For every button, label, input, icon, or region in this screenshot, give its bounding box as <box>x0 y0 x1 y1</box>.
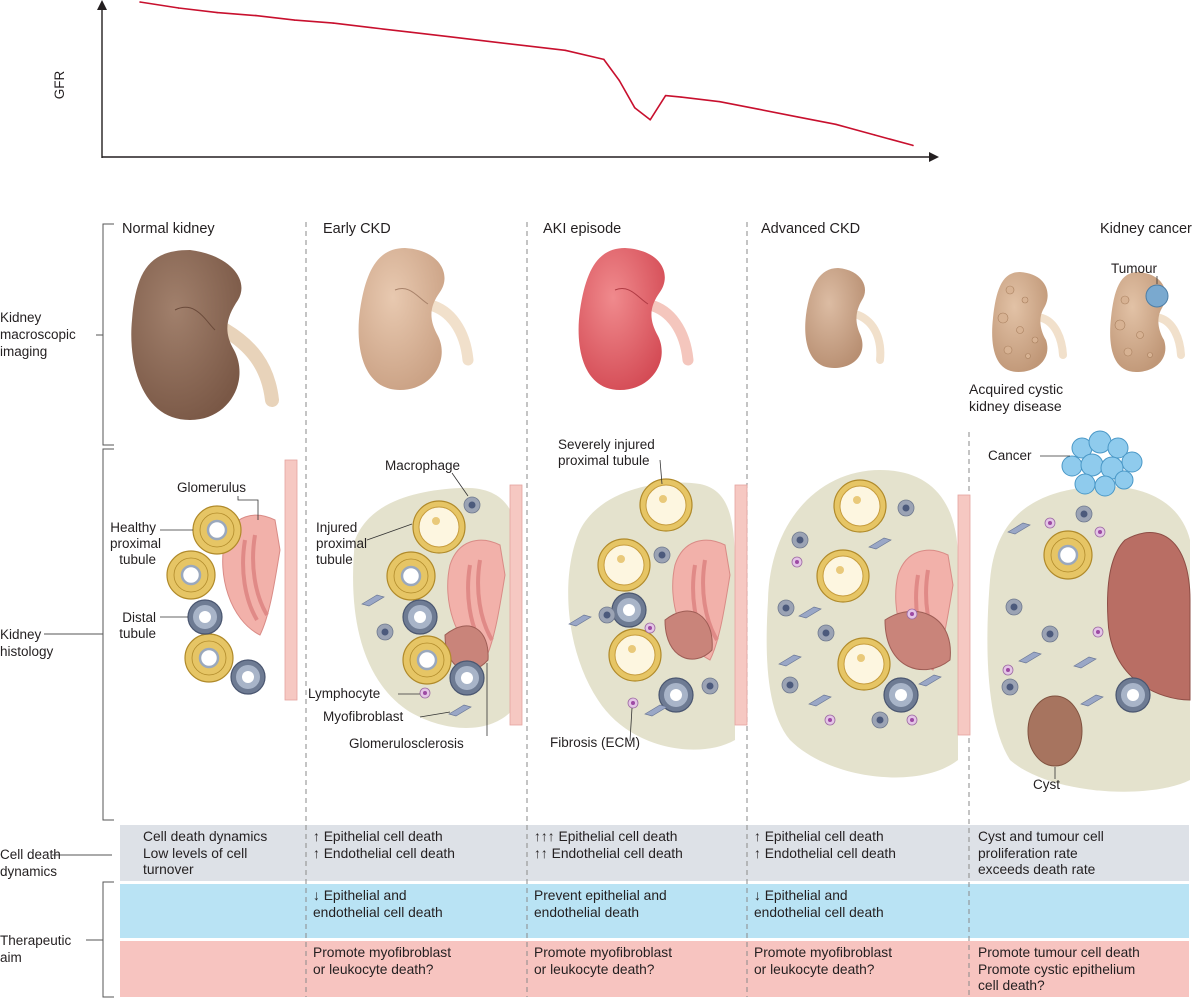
y-axis-arrow <box>97 0 107 10</box>
label-tumour: Tumour <box>1111 261 1158 276</box>
therapeutic-advanced-ckd-promote: Promote myofibroblast or leukocyte death… <box>754 945 893 977</box>
row-label-therapeutic: Therapeutic aim <box>0 933 72 965</box>
cell-death-aki: ↑↑↑ Epithelial cell death ↑↑ Endothelial… <box>534 829 683 861</box>
stage-title-normal: Normal kidney <box>122 221 215 237</box>
therapeutic-cancer-promote: Promote tumour cell death Promote cystic… <box>978 945 1140 993</box>
gfr-point <box>633 106 636 109</box>
row-label-histology: Kidney histology <box>0 627 54 659</box>
therapeutic-early-ckd-promote: Promote myofibroblast or leukocyte death… <box>313 945 452 977</box>
gfr-point <box>332 22 335 24</box>
gfr-point <box>873 134 876 136</box>
histology-aki <box>568 478 749 750</box>
x-axis-arrow <box>929 152 939 162</box>
gfr-point <box>680 96 682 98</box>
gfr-point <box>293 19 296 21</box>
label-cancer: Cancer <box>988 448 1032 463</box>
gfr-point <box>525 44 528 47</box>
gfr-point <box>255 14 257 17</box>
kidney-early-ckd <box>358 248 474 390</box>
histology-kidney-cancer <box>987 430 1191 792</box>
stage-title-aki: AKI episode <box>543 221 622 237</box>
label-lymphocyte: Lymphocyte <box>308 686 381 701</box>
gfr-point <box>177 7 180 9</box>
kidney-acquired-cystic <box>992 272 1067 372</box>
histology-normal <box>165 458 299 702</box>
cell-death-band <box>120 825 1189 881</box>
therapeutic-advanced-ckd-prevent: ↓ Epithelial and endothelial cell death <box>754 888 884 920</box>
therapeutic-early-ckd-prevent: ↓ Epithelial and endothelial cell death <box>313 888 443 920</box>
histology-early-ckd <box>353 483 524 728</box>
label-myofibroblast: Myofibroblast <box>323 709 404 724</box>
kidney-aki <box>578 248 694 390</box>
gfr-series-line <box>139 1 914 147</box>
gfr-point <box>649 118 651 121</box>
gfr-point <box>448 35 451 38</box>
gfr-point <box>618 79 621 82</box>
gfr-points <box>139 1 914 147</box>
gfr-point <box>834 123 837 126</box>
cell-death-advanced-ckd: ↑ Epithelial cell death ↑ Endothelial ce… <box>754 829 896 861</box>
label-cyst: Cyst <box>1033 777 1060 792</box>
kidney-advanced-ckd <box>805 268 885 368</box>
gfr-point <box>603 58 605 61</box>
label-distal-tubule: Distal tubule <box>119 610 156 641</box>
stage-title-early-ckd: Early CKD <box>323 221 391 237</box>
label-healthy-proximal-tubule: Healthy proximal tubule <box>110 520 162 567</box>
gfr-chart: GFR <box>52 0 939 162</box>
therapeutic-aki-prevent: Prevent epithelial and endothelial death <box>534 888 667 920</box>
stage-title-advanced-ckd: Advanced CKD <box>761 221 861 237</box>
gfr-point <box>371 26 373 29</box>
gfr-point <box>487 40 489 43</box>
cell-death-early-ckd: ↑ Epithelial cell death ↑ Endothelial ce… <box>313 829 455 861</box>
gfr-point <box>216 11 219 14</box>
gfr-point <box>564 49 566 52</box>
label-acquired-cystic: Acquired cystic kidney disease <box>969 381 1064 414</box>
tumour-icon <box>1145 284 1169 308</box>
kidney-illustrations <box>131 248 1185 420</box>
row-label-cell-death: Cell death dynamics <box>0 847 61 879</box>
gfr-point <box>139 1 141 3</box>
histology-illustrations <box>160 430 1191 792</box>
gfr-point <box>409 31 412 33</box>
histology-advanced-ckd <box>766 470 972 778</box>
cell-death-normal: Cell death dynamics Low levels of cell t… <box>143 829 268 877</box>
stage-title-kidney-cancer: Kidney cancer <box>1100 221 1192 237</box>
kidney-normal <box>131 250 279 420</box>
label-injured-proximal-tubule: Injured proximal tubule <box>316 520 368 567</box>
gfr-point <box>664 94 667 97</box>
therapeutic-band-promote <box>120 941 1189 997</box>
gfr-point <box>912 144 914 147</box>
cell-death-kidney-cancer: Cyst and tumour cell proliferation rate … <box>978 829 1104 877</box>
kidney-cancer <box>1110 272 1185 372</box>
label-glomerulus: Glomerulus <box>177 480 247 495</box>
row-brackets <box>44 223 114 998</box>
label-severely-injured-tubule: Severely injured proximal tubule <box>558 437 655 468</box>
label-macrophage: Macrophage <box>385 458 461 473</box>
label-glomerulosclerosis: Glomerulosclerosis <box>349 736 464 751</box>
label-fibrosis: Fibrosis (ECM) <box>550 735 640 750</box>
gfr-point <box>718 100 721 103</box>
row-label-macroscopic: Kidney macroscopic imaging <box>0 310 76 359</box>
y-axis-label: GFR <box>52 71 67 100</box>
therapeutic-aki-promote: Promote myofibroblast or leukocyte death… <box>534 945 673 977</box>
cancer-cluster <box>1061 430 1143 497</box>
gfr-point <box>757 108 760 111</box>
gfr-point <box>796 115 798 118</box>
therapeutic-band-prevent <box>120 884 1189 938</box>
